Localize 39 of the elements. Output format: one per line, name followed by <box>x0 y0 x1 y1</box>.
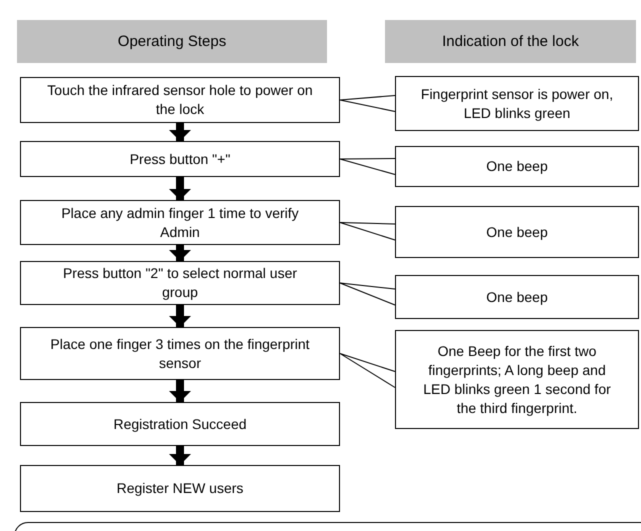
box-label: Press button "2" to select normal user group <box>62 264 298 302</box>
process-box <box>20 261 340 305</box>
column-header <box>385 20 636 63</box>
callout-pointer <box>340 95 396 112</box>
box-label: Touch the infrared sensor hole to power on the lock <box>46 81 314 119</box>
block-arrow <box>169 446 191 465</box>
block-arrow <box>169 305 191 327</box>
box-label: One beep <box>486 157 548 176</box>
process-box <box>20 200 340 245</box>
callout-pointer <box>340 353 396 388</box>
box-label: Place any admin finger 1 time to verify Admin <box>60 204 300 242</box>
callout-box <box>395 275 639 319</box>
block-arrow <box>169 123 191 141</box>
callout-pointer <box>340 158 396 175</box>
box-label: Fingerprint sensor is power on, LED blinks green <box>420 84 614 122</box>
process-box <box>20 77 340 123</box>
column-header <box>17 20 327 63</box>
process-box <box>20 402 340 446</box>
process-box <box>20 465 340 512</box>
box-label: Register NEW users <box>116 479 244 498</box>
block-arrow <box>169 245 191 261</box>
callout-pointer <box>340 222 396 240</box>
box-label: Registration Succeed <box>113 414 247 434</box>
box-label: One beep <box>486 288 548 306</box>
callout-box <box>395 76 639 131</box>
box-label: One Beep for the first two fingerprints; A long beep and LED blinks green 1 second for the third fingerprint. <box>422 342 612 418</box>
block-arrow <box>169 380 191 402</box>
process-box <box>20 327 340 380</box>
callout-box <box>395 206 639 258</box>
callout-box <box>395 330 639 429</box>
box-label: One beep <box>486 222 548 242</box>
box-label: Operating Steps <box>118 32 226 51</box>
callout-box <box>395 146 639 187</box>
box-label: Indication of the lock <box>442 32 579 51</box>
block-arrow <box>169 177 191 200</box>
box-label: Press button "+" <box>130 150 230 168</box>
callout-pointer <box>340 282 396 306</box>
box-label: Place one finger 3 times on the fingerprint sensor <box>49 334 311 372</box>
process-box <box>20 141 340 177</box>
